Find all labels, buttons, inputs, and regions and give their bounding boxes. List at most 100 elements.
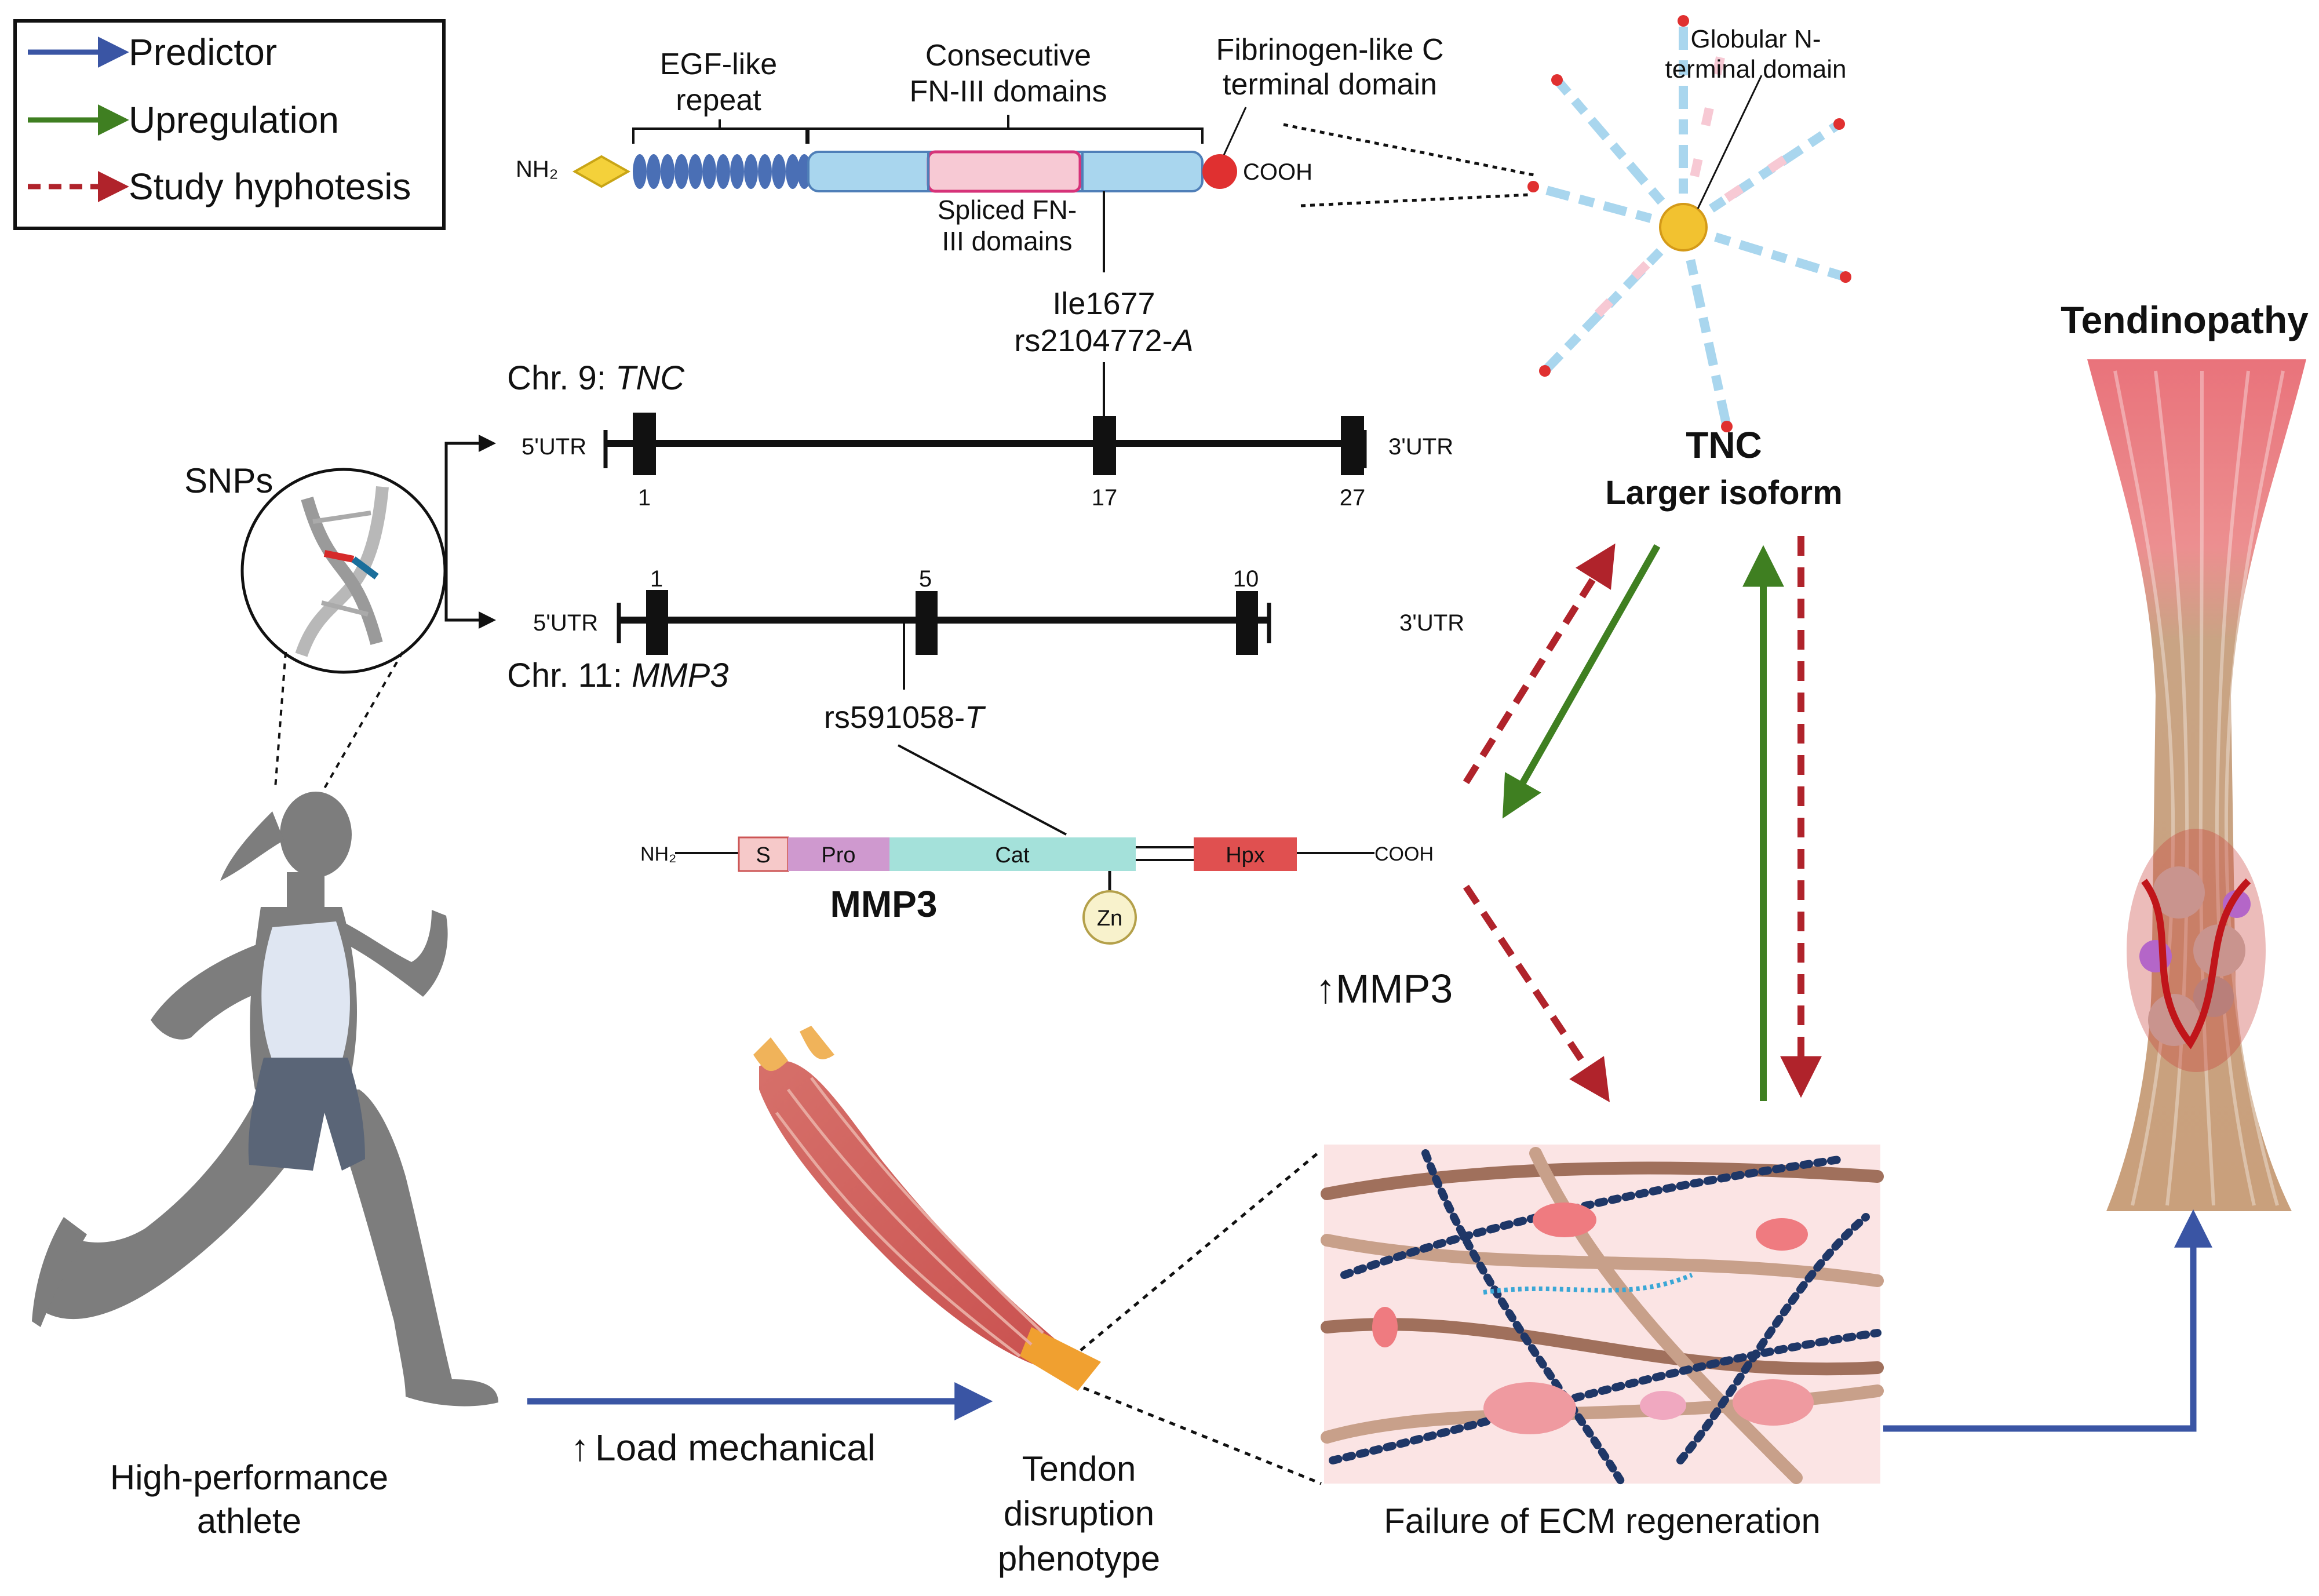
tnc-utr3: 3'UTR [1388,434,1453,460]
tendinopathy-group: Tendinopathy [2061,298,2309,1211]
ecm-glycan-chain [1483,1273,1693,1295]
ecm-protein-chains [1329,1149,1882,1488]
center-arrows [1463,536,1822,1102]
mmp3-utr5: 5'UTR [533,610,598,636]
snps-group: SNPs [184,435,496,789]
mmp3-cooh: COOH [1374,843,1434,865]
egf-repeats [633,154,811,189]
ecm-label: Failure of ECM regeneration [1384,1502,1821,1540]
runner-shorts [248,1058,365,1171]
mmp3-utr3: 3'UTR [1399,610,1464,636]
mmp3-snp: rs591058-T [824,700,986,735]
mmp3-domain-s [738,836,789,872]
tnc-hexabrachion: Globular N- terminal domain [1527,15,1851,432]
tnc-variant-snp: rs2104772-A [1014,323,1193,358]
load-mechanical-label: ↑Load mechanical [571,1427,876,1469]
mmp3-exon-1 [646,590,668,655]
mmp3-exon-label-5: 5 [919,566,932,592]
arrow-to-tnc-gene [444,435,496,611]
dna-helix-icon [295,486,389,657]
mmp3-label-pro: Pro [821,843,855,868]
tnc-protein-domain-map: EGF-like repeat Consecutive FN-III domai… [516,33,1537,423]
legend-predictor: Predictor [129,31,277,73]
egf-bracket [632,127,808,144]
mmp3-protein-name: MMP3 [830,883,938,925]
mmp3-chr-label: Chr. 11: MMP3 [507,657,729,694]
mmp3-exon-5 [916,591,938,655]
mmp3-label-hpx: Hpx [1226,843,1265,868]
load-arrow-group: ↑Load mechanical [527,1382,993,1469]
snps-label: SNPs [184,461,273,500]
zinc-label: Zn [1097,906,1122,931]
fibrinogen-domain [1202,154,1237,189]
tnc-exon-17 [1093,416,1116,475]
tnc-utr5: 5'UTR [522,434,586,460]
zinc-ion [1082,890,1137,945]
mmp3-exon-10 [1236,591,1258,655]
fn3-label-line2: FN-III domains [910,75,1107,108]
globular-n-terminal-domain [1659,203,1708,252]
hypothesis-arrow-to-tnc [1463,543,1616,785]
legend-study-hypothesis: Study hyphotesis [129,166,411,207]
tnc-exon-27 [1341,416,1364,475]
tendon-label-line1: Tendon [1022,1449,1136,1488]
fn3-label-line1: Consecutive [925,39,1091,72]
mmp3-domain-hpx [1194,837,1297,871]
ecm-panel: Failure of ECM regeneration [1321,1145,1884,1540]
tnc-exon-label-17: 17 [1092,485,1118,511]
tnc-chr-label: Chr. 9: TNC [507,359,685,397]
muscle-illustration [759,1060,1075,1373]
ecm-cell [1533,1203,1596,1237]
fibrinogen-label-line1: Fibrinogen-like C [1216,33,1443,67]
tnc-isoform-subtitle: Larger isoform [1605,474,1842,512]
mmp3-exon-label-10: 10 [1233,566,1259,592]
muscle-tendon-group: Tendon disruption phenotype [753,1026,1322,1578]
tendinopathy-title: Tendinopathy [2061,298,2309,341]
tnc-cooh: COOH [1243,159,1312,185]
tendon-label-line2: disruption [1004,1494,1154,1533]
arrow-to-mmp3-gene [444,611,496,629]
mmp3-label-s: S [756,843,770,868]
mmp3-nh2: NH₂ [640,843,676,865]
tendon-end [1020,1327,1101,1391]
mmp3-domain-cat [889,837,1136,871]
tnc-exon-label-27: 27 [1340,485,1366,511]
tnc-exon-label-1: 1 [638,485,651,511]
fn3-bracket [807,127,1204,144]
mmp3-domain-pro [788,837,889,871]
egf-label-line1: EGF-like [660,48,777,81]
hypothesis-arrow-mmp3-to-ecm [1463,884,1610,1102]
mmp3-exon-label-1: 1 [650,566,663,592]
globular-label-line2: terminal domain [1665,55,1846,83]
ecm-background [1324,1145,1880,1484]
spliced-label-line2: III domains [942,226,1073,256]
tendon-illustration [2087,359,2306,1211]
mmp3-label-cat: Cat [995,843,1030,868]
tendinopathy-lesion [2127,829,2266,1072]
tnc-isoform-title: TNC [1686,424,1762,466]
globular-label-line1: Globular N- [1691,25,1821,53]
spliced-fn3-domains [927,150,1082,193]
athlete-label-line1: High-performance [110,1458,388,1497]
fibrinogen-label-line2: terminal domain [1223,68,1437,101]
tnc-exon-1 [633,413,656,475]
tnc-n-terminal-diamond [572,155,631,188]
mmp3-upregulated-label: ↑MMP3 [1315,966,1453,1011]
upregulation-arrow-to-mmp3 [1502,544,1661,819]
legend: Predictor Upregulation Study hyphotesis [13,19,446,230]
spliced-label-line1: Spliced FN- [938,195,1077,225]
tnc-isoform: TNC Larger isoform [1605,424,1842,512]
tnc-variant-residue: Ile1677 [1052,286,1155,321]
legend-upregulation: Upregulation [129,99,339,141]
mmp3-protein: NH₂ COOH S Pro Cat Hpx Zn MMP3 [640,836,1434,945]
tnc-nh2: NH₂ [516,156,558,182]
athlete-label-line2: athlete [197,1502,301,1540]
tendon-label-line3: phenotype [998,1539,1160,1578]
legend-box [13,19,446,230]
runner-shirt [261,921,350,1061]
predictor-arrow-to-tendinopathy [1883,1209,2212,1432]
mmp3-gene: 1 5 10 5'UTR 3'UTR Chr. 11: MMP3 rs59105… [507,566,1464,836]
athlete-group: High-performance athlete [32,792,498,1540]
tnc-gene: Chr. 9: TNC 5'UTR 3'UTR 1 17 27 [507,359,1453,511]
